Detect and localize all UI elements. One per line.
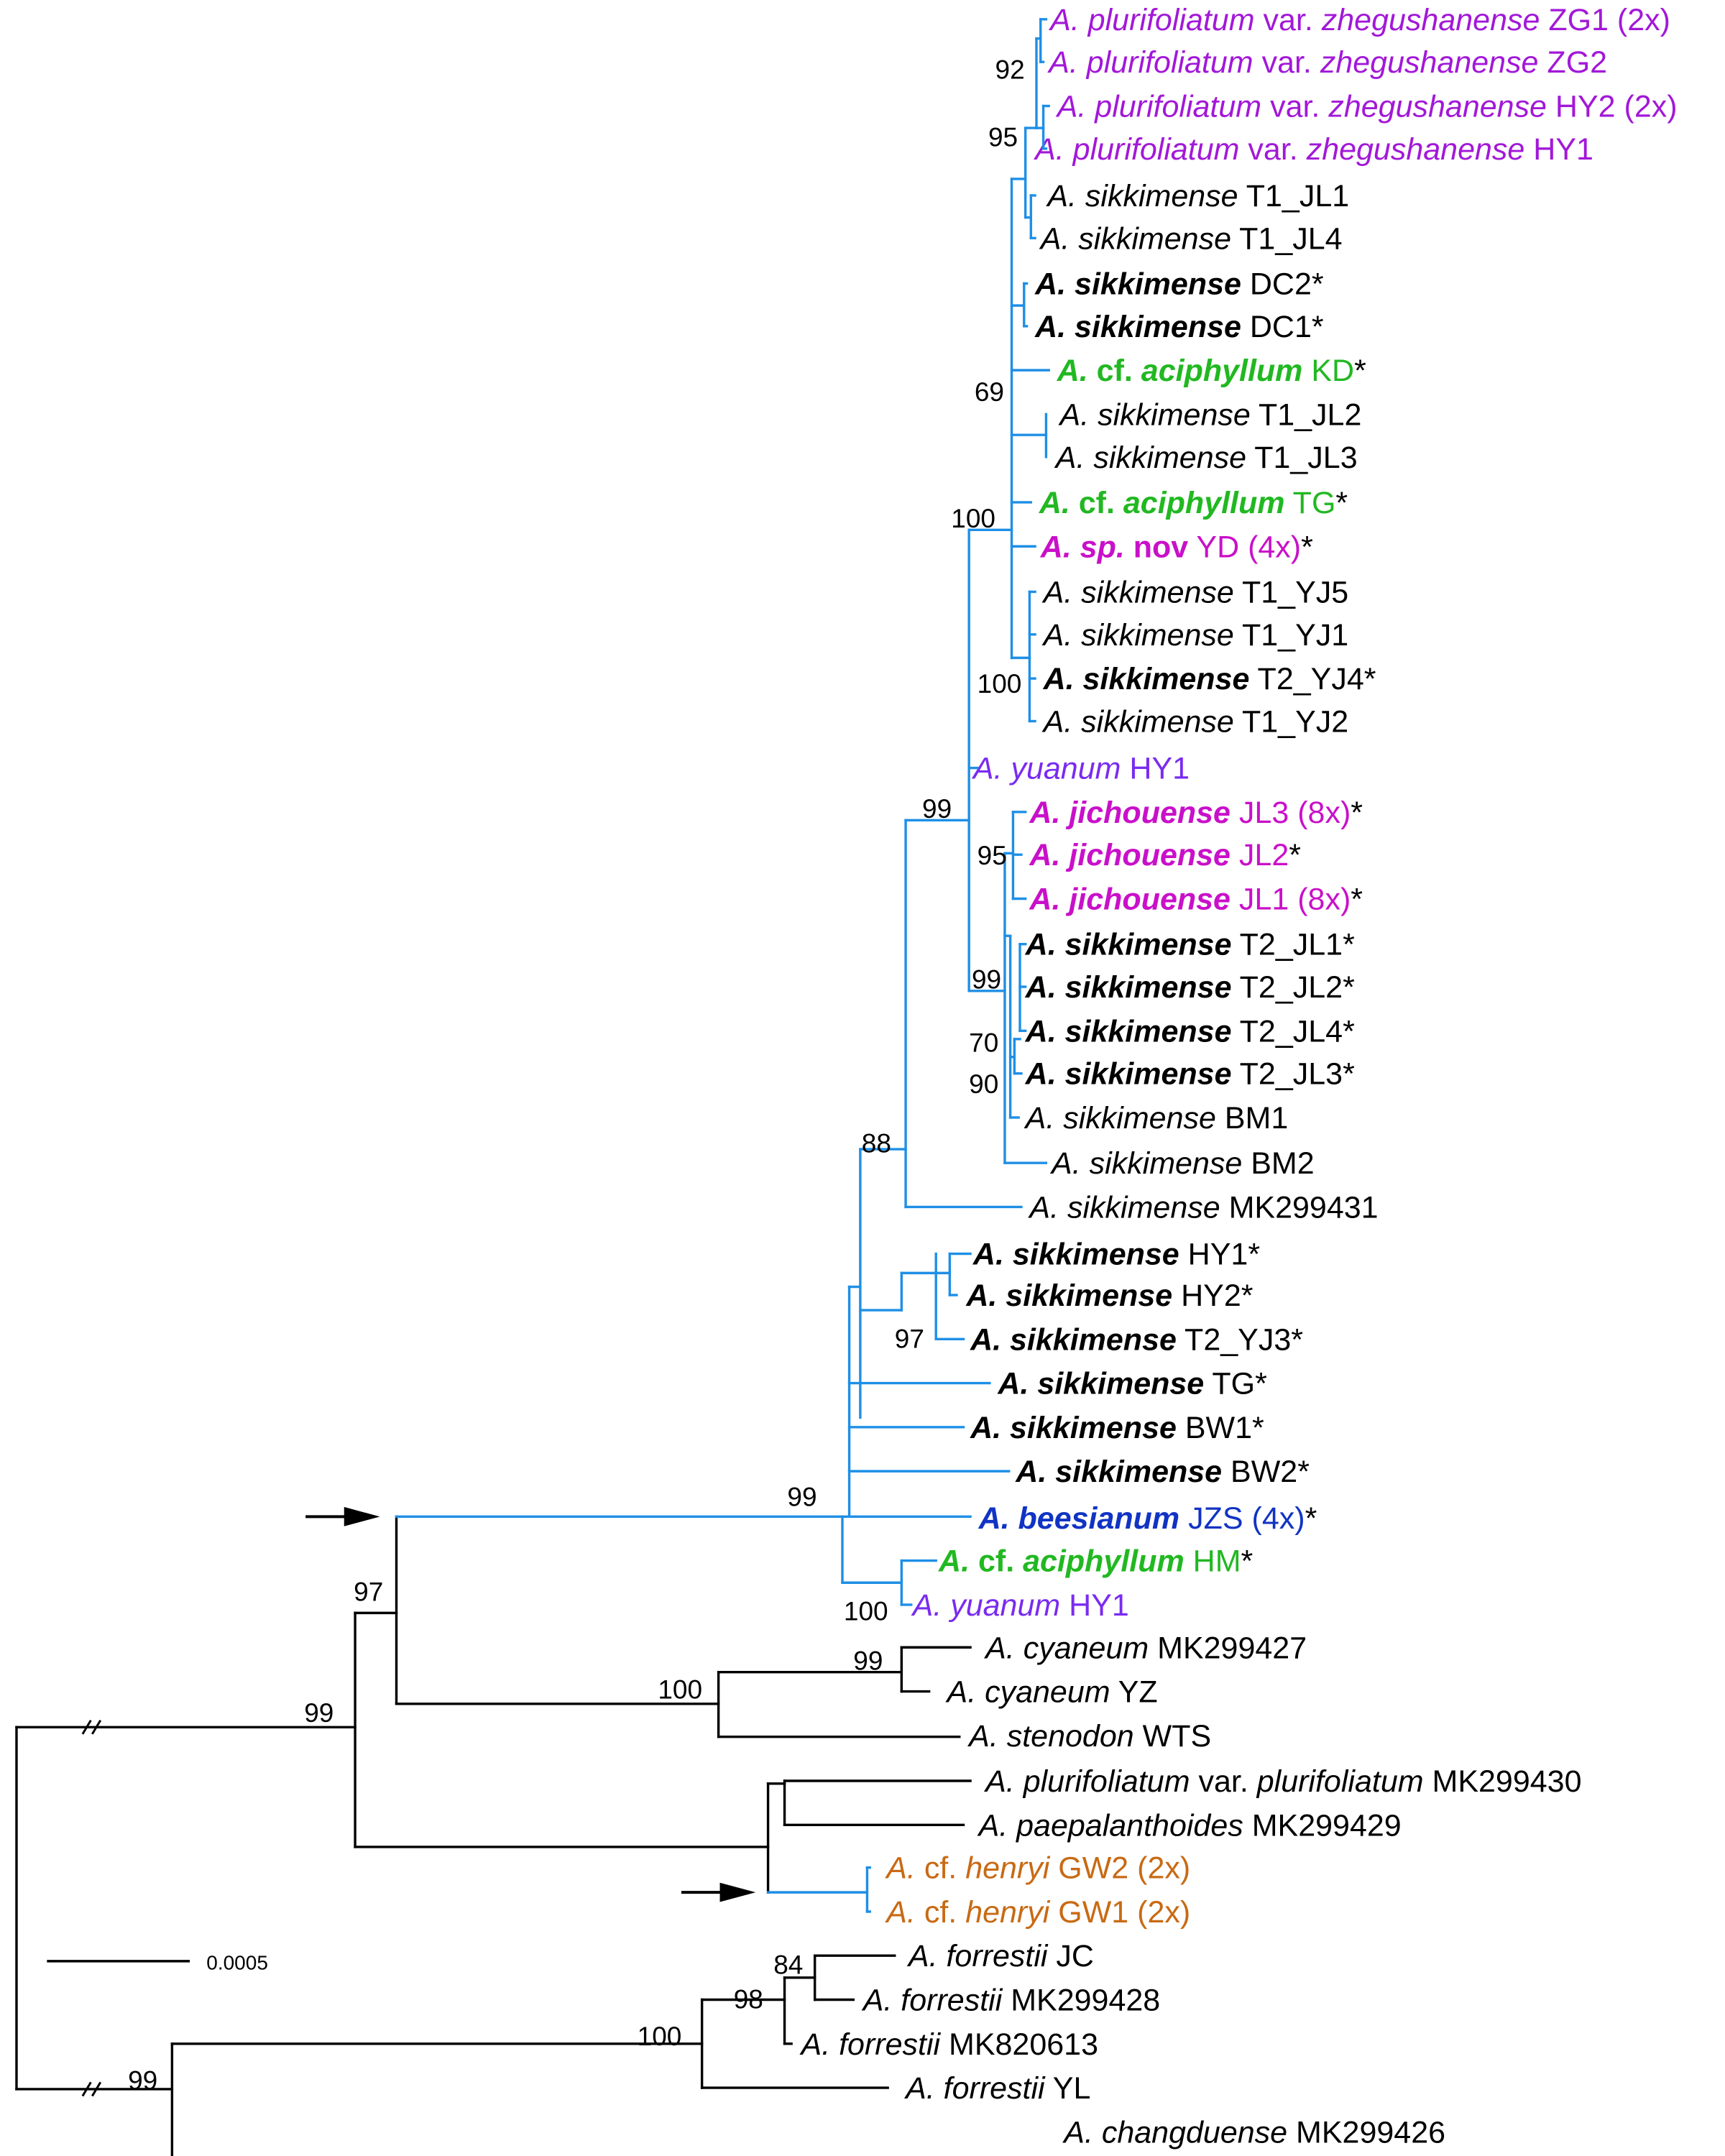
tip-label-yd: A. sp. nov YD (4x)* bbox=[1040, 530, 1313, 564]
tip-label-t1yj2: A. sikkimense T1_YJ2 bbox=[1041, 704, 1349, 739]
tip-label-bm2: A. sikkimense BM2 bbox=[1049, 1146, 1315, 1181]
tip-label-fojc: A. forrestii JC bbox=[906, 1939, 1094, 1973]
tip-label-dc2: A. sikkimense DC2* bbox=[1034, 267, 1324, 301]
support-value-s99f: 99 bbox=[128, 2065, 157, 2095]
support-value-s100b: 100 bbox=[978, 669, 1022, 699]
support-value-s100c: 100 bbox=[844, 1596, 888, 1626]
tip-label-hy1z: A. plurifoliatum var. zhegushanense HY1 bbox=[1033, 132, 1593, 167]
branch-break-mark bbox=[81, 1719, 92, 1735]
tip-label-t1jl2: A. sikkimense T1_JL2 bbox=[1058, 397, 1362, 432]
tip-label-zg2: A. plurifoliatum var. zhegushanense ZG2 bbox=[1046, 45, 1607, 80]
tip-label-t2jl2: A. sikkimense T2_JL2* bbox=[1025, 970, 1355, 1005]
tip-label-pl430: A. plurifoliatum var. plurifoliatum MK29… bbox=[983, 1764, 1581, 1799]
tip-label-jl2: A. jichouense JL2* bbox=[1029, 838, 1301, 872]
tip-label-t1jl4: A. sikkimense T1_JL4 bbox=[1039, 221, 1343, 256]
arrow-head-icon bbox=[719, 1882, 756, 1902]
tip-label-bw2: A. sikkimense BW2* bbox=[1015, 1455, 1310, 1489]
tip-label-mk431: A. sikkimense MK299431 bbox=[1027, 1190, 1378, 1225]
support-value-s99c: 99 bbox=[787, 1483, 816, 1512]
tip-label-fo428: A. forrestii MK299428 bbox=[861, 1983, 1160, 2017]
tip-label-hy1s: A. sikkimense HY1* bbox=[972, 1238, 1260, 1272]
arrow-head-icon bbox=[344, 1506, 380, 1526]
branch-break-mark bbox=[91, 1719, 102, 1735]
tip-label-kd: A. cf. aciphyllum KD* bbox=[1057, 354, 1366, 388]
tip-label-fo613: A. forrestii MK820613 bbox=[799, 2027, 1098, 2062]
support-value-s95b: 95 bbox=[978, 841, 1007, 870]
tip-label-foyl: A. forrestii YL bbox=[903, 2071, 1090, 2106]
tip-label-pa429: A. paepalanthoides MK299429 bbox=[977, 1808, 1402, 1843]
tip-label-bw1: A. sikkimense BW1* bbox=[970, 1411, 1264, 1445]
branch-break-mark bbox=[91, 2081, 102, 2097]
tip-label-dc1: A. sikkimense DC1* bbox=[1034, 310, 1324, 344]
tip-label-jl3: A. jichouense JL3 (8x)* bbox=[1029, 796, 1363, 830]
tip-label-hy2z: A. plurifoliatum var. zhegushanense HY2 … bbox=[1055, 89, 1678, 124]
tip-label-zg1: A. plurifoliatum var. zhegushanense ZG1 … bbox=[1048, 3, 1670, 37]
tip-label-t2yj3: A. sikkimense T2_YJ3* bbox=[970, 1322, 1303, 1357]
tip-label-ch426: A. changduense MK299426 bbox=[1062, 2115, 1445, 2150]
tip-label-tgs: A. sikkimense TG* bbox=[997, 1367, 1267, 1401]
tip-label-bm1: A. sikkimense BM1 bbox=[1024, 1101, 1289, 1135]
tip-label-yuan2: A. yuanum HY1 bbox=[911, 1588, 1129, 1623]
tip-label-cyyz: A. cyaneum YZ bbox=[945, 1675, 1158, 1710]
tip-label-gw2: A. cf. henryi GW2 (2x) bbox=[884, 1851, 1190, 1886]
tip-label-hy2s: A. sikkimense HY2* bbox=[965, 1279, 1253, 1313]
support-value-s99a: 99 bbox=[922, 794, 952, 824]
support-value-s97b: 97 bbox=[354, 1577, 383, 1607]
support-value-s95a: 95 bbox=[988, 123, 1018, 152]
tip-label-yuan1: A. yuanum HY1 bbox=[971, 752, 1190, 786]
tip-label-t1jl3: A. sikkimense T1_JL3 bbox=[1054, 441, 1358, 475]
support-value-s69: 69 bbox=[975, 377, 1004, 407]
tip-label-jzs: A. beesianum JZS (4x)* bbox=[978, 1501, 1317, 1536]
tip-label-tgac: A. cf. aciphyllum TG* bbox=[1039, 486, 1348, 520]
support-value-s92: 92 bbox=[995, 55, 1025, 85]
tip-label-t1yj5: A. sikkimense T1_YJ5 bbox=[1041, 575, 1349, 609]
tip-label-wts: A. stenodon WTS bbox=[967, 1719, 1211, 1754]
support-value-s100d: 100 bbox=[658, 1675, 702, 1705]
tip-label-jl1: A. jichouense JL1 (8x)* bbox=[1029, 882, 1363, 916]
tip-label-t2jl3: A. sikkimense T2_JL3* bbox=[1025, 1057, 1355, 1092]
tip-label-t1yj1: A. sikkimense T1_YJ1 bbox=[1041, 618, 1349, 653]
support-value-s84: 84 bbox=[773, 1950, 803, 1980]
support-value-s99e: 99 bbox=[853, 1646, 883, 1675]
scale-bar-label: 0.0005 bbox=[206, 1951, 268, 1973]
support-value-s97a: 97 bbox=[895, 1324, 924, 1353]
support-value-s100a: 100 bbox=[951, 504, 995, 533]
tip-label-t2jl1: A. sikkimense T2_JL1* bbox=[1025, 928, 1355, 962]
tip-label-gw1: A. cf. henryi GW1 (2x) bbox=[884, 1895, 1190, 1930]
tip-label-cy427: A. cyaneum MK299427 bbox=[983, 1631, 1307, 1665]
support-value-s88: 88 bbox=[862, 1128, 891, 1158]
tip-label-t2yj4: A. sikkimense T2_YJ4* bbox=[1043, 662, 1376, 696]
support-value-s98: 98 bbox=[734, 1984, 763, 2014]
support-value-s99b: 99 bbox=[972, 964, 1001, 994]
branch-break-mark bbox=[81, 2081, 92, 2097]
tip-label-t1jl1: A. sikkimense T1_JL1 bbox=[1045, 179, 1349, 213]
tip-label-hm: A. cf. aciphyllum HM* bbox=[938, 1544, 1254, 1579]
support-value-s70: 70 bbox=[969, 1028, 998, 1058]
support-value-s100e: 100 bbox=[638, 2022, 682, 2051]
tip-label-t2jl4: A. sikkimense T2_JL4* bbox=[1025, 1014, 1355, 1049]
support-value-s99d: 99 bbox=[304, 1698, 334, 1728]
support-value-s90: 90 bbox=[969, 1069, 998, 1099]
